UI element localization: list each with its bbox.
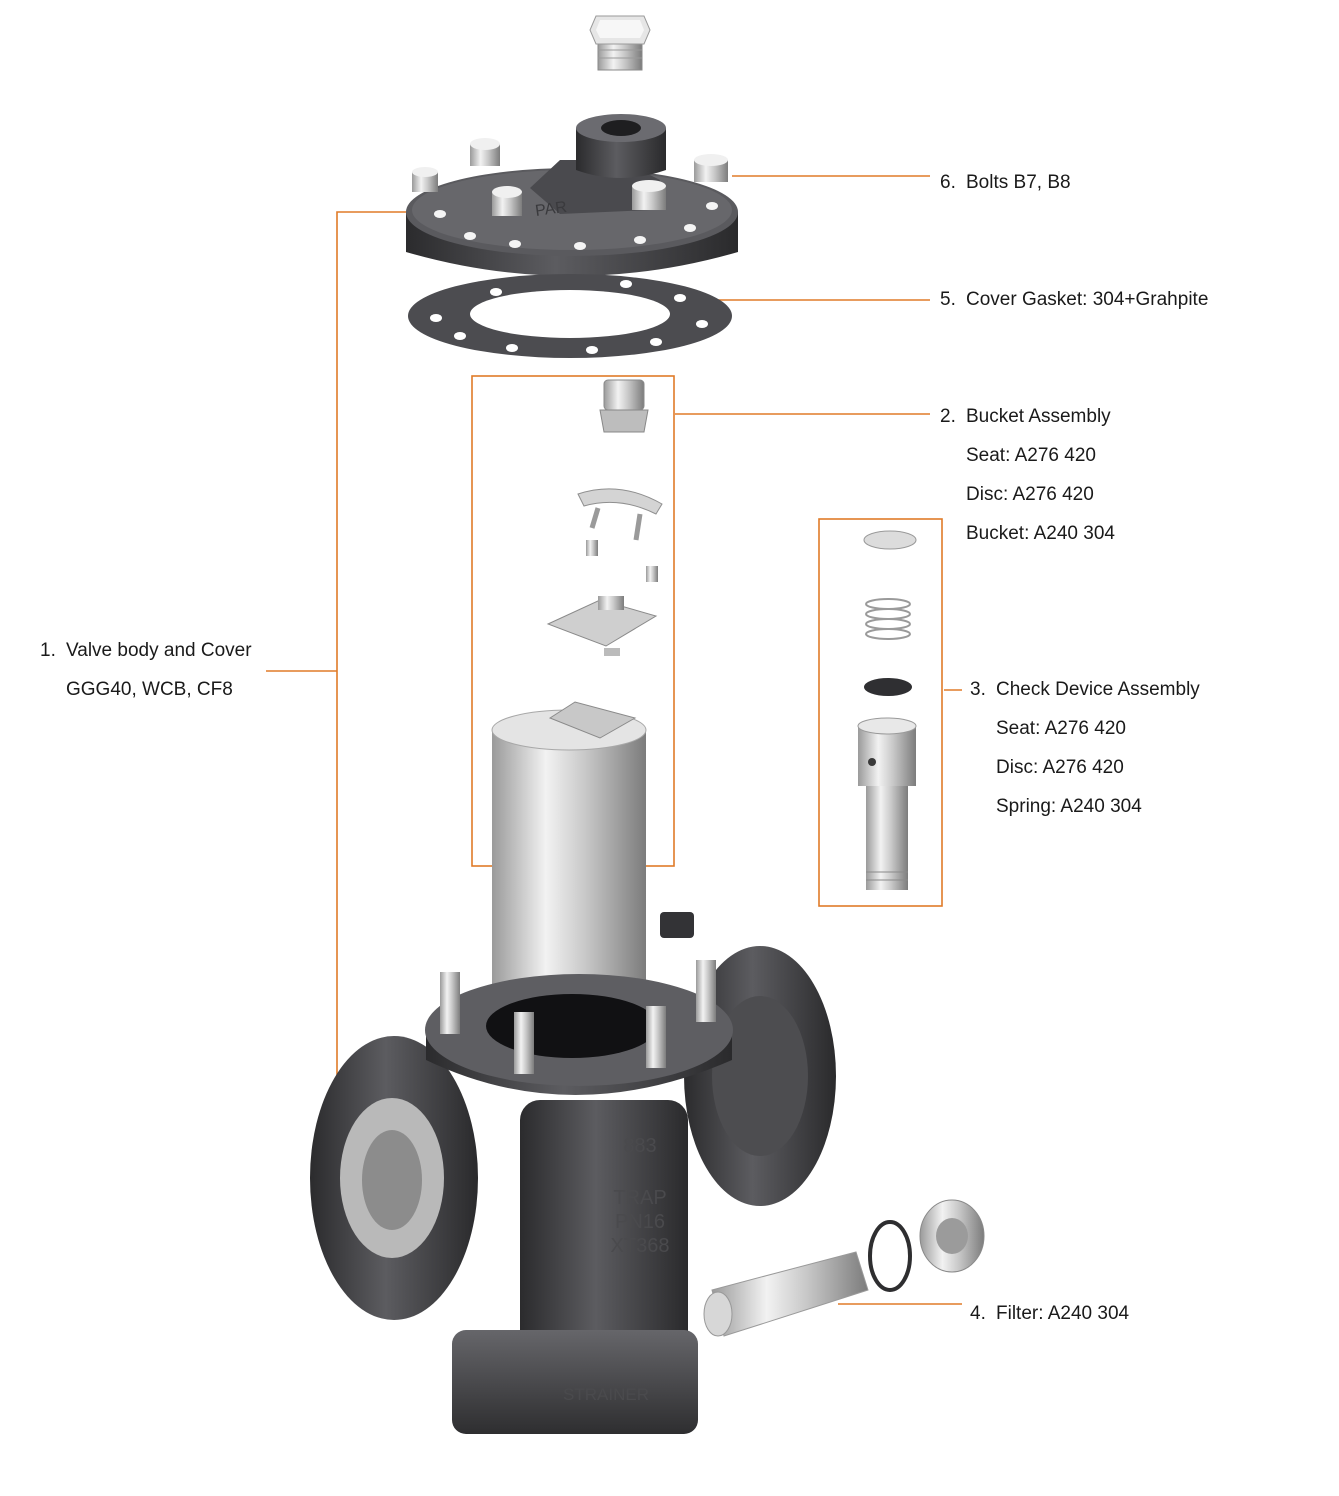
body-text-4: XT368	[611, 1235, 670, 1257]
callout-6-number: 6.	[940, 172, 956, 193]
callout-5-title: Cover Gasket: 304+Grahpite	[966, 289, 1209, 310]
callout-3-detail-disc: Disc: A276 420	[996, 757, 1124, 778]
top-plug	[589, 15, 651, 71]
bolt-nuts	[412, 138, 728, 216]
base-casting-text: STRAINER	[563, 1385, 649, 1404]
cover-gasket	[408, 274, 732, 358]
callout-bucket-assembly: 2. Bucket Assembly Seat: A276 420 Disc: A…	[940, 397, 1115, 553]
callout-1-detail-materials: GGG40, WCB, CF8	[66, 679, 233, 700]
callout-3-detail-spring: Spring: A240 304	[996, 796, 1142, 817]
callout-1-number: 1.	[40, 640, 56, 661]
check-device-parts	[857, 530, 917, 890]
callout-6-title: Bolts B7, B8	[966, 172, 1071, 193]
bucket-assembly-parts	[491, 379, 663, 986]
check-device-frame	[818, 518, 943, 907]
callout-3-number: 3.	[970, 679, 986, 700]
body-text-1: 883	[623, 1135, 656, 1157]
callout-cover-gasket: 5. Cover Gasket: 304+Grahpite	[940, 280, 1208, 319]
callout-valve-body: 1. Valve body and Cover GGG40, WCB, CF8	[40, 631, 252, 709]
callout-4-title: Filter: A240 304	[996, 1303, 1130, 1324]
callout-bolts: 6. Bolts B7, B8	[940, 163, 1071, 202]
callout-2-detail-bucket: Bucket: A240 304	[966, 523, 1115, 544]
cover-casting-text: PAR	[534, 199, 568, 220]
valve-body: 883 TRAP PN16 XT368 STRAINER	[310, 912, 836, 1434]
callout-3-title: Check Device Assembly	[996, 679, 1200, 700]
callout-5-number: 5.	[940, 289, 956, 310]
callout-2-detail-disc: Disc: A276 420	[966, 484, 1094, 505]
body-text-2: TRAP	[613, 1187, 666, 1209]
valve-cover: PAR	[406, 114, 738, 276]
callout-check-device: 3. Check Device Assembly Seat: A276 420 D…	[970, 670, 1200, 826]
body-text-3: PN16	[615, 1211, 665, 1233]
filter-parts	[703, 1199, 985, 1337]
callout-2-detail-seat: Seat: A276 420	[966, 445, 1096, 466]
callout-2-title: Bucket Assembly	[966, 406, 1111, 427]
callout-filter: 4. Filter: A240 304	[970, 1294, 1129, 1333]
callout-4-number: 4.	[970, 1303, 986, 1324]
callout-3-detail-seat: Seat: A276 420	[996, 718, 1126, 739]
leader-body	[336, 211, 408, 1077]
callout-1-title: Valve body and Cover	[66, 640, 252, 661]
callout-2-number: 2.	[940, 406, 956, 427]
